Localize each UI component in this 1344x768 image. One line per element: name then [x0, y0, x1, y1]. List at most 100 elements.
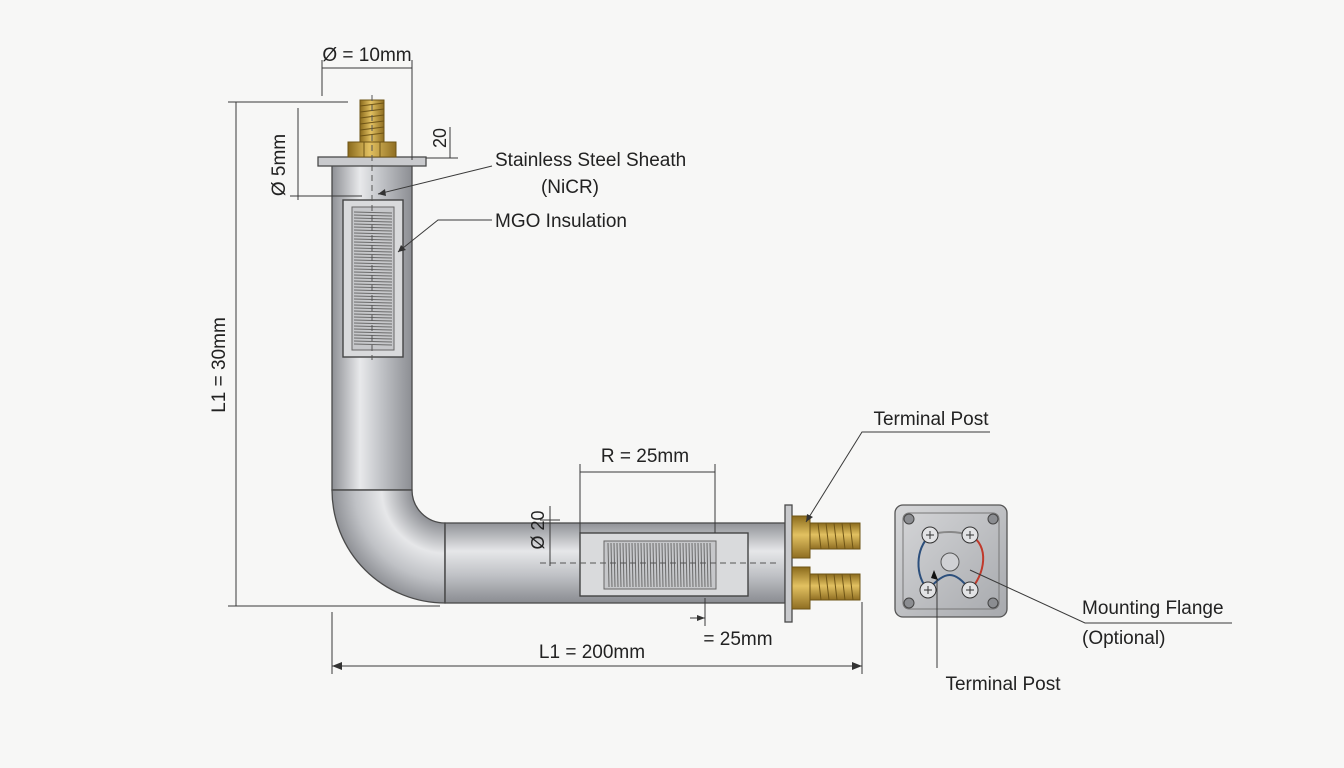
- coil-winding: [658, 542, 661, 588]
- coil-winding: [353, 223, 393, 226]
- coil-winding: [353, 235, 393, 238]
- coil-winding: [353, 286, 393, 289]
- coil-winding: [353, 247, 393, 250]
- vertical-coil: [353, 211, 393, 346]
- coil-winding: [353, 337, 393, 340]
- coil-winding: [353, 340, 393, 343]
- coil-winding: [353, 343, 393, 346]
- coil-winding: [353, 229, 393, 232]
- vertical-length-label: L1 = 30mm: [209, 317, 230, 413]
- end-flange: [784, 504, 861, 623]
- coil-winding: [353, 217, 393, 220]
- coil-winding: [655, 542, 658, 588]
- coil-winding: [353, 280, 393, 283]
- mounting-flange-detail: [894, 504, 1008, 618]
- coil-winding: [694, 542, 697, 588]
- horizontal-coil: [607, 542, 712, 588]
- coil-winding: [353, 325, 393, 328]
- mounting-flange-label: Mounting Flange: [1082, 598, 1224, 619]
- coil-winding: [353, 244, 393, 247]
- coil-winding: [679, 542, 682, 588]
- coil-winding: [353, 253, 393, 256]
- coil-winding: [616, 542, 619, 588]
- coil-winding: [613, 542, 616, 588]
- coil-winding: [688, 542, 691, 588]
- horizontal-diameter-label: Ø 20: [528, 510, 548, 549]
- bend-radius-label: R = 25mm: [601, 446, 689, 467]
- sheath-material-label: (NiCR): [541, 177, 599, 198]
- coil-winding: [646, 542, 649, 588]
- coil-winding: [619, 542, 622, 588]
- coil-winding: [353, 292, 393, 295]
- coil-winding: [353, 304, 393, 307]
- coil-winding: [353, 256, 393, 259]
- coil-winding: [353, 334, 393, 337]
- lower-terminal-post: [791, 566, 861, 610]
- coil-winding: [634, 542, 637, 588]
- coil-winding: [676, 542, 679, 588]
- coil-winding: [353, 262, 393, 265]
- coil-winding: [649, 542, 652, 588]
- dimension-lines: [228, 60, 863, 674]
- coil-winding: [667, 542, 670, 588]
- coil-winding: [607, 542, 610, 588]
- coil-winding: [353, 295, 393, 298]
- coil-winding: [625, 542, 628, 588]
- coil-winding: [682, 542, 685, 588]
- coil-winding: [610, 542, 613, 588]
- coil-winding: [353, 298, 393, 301]
- coil-winding: [353, 289, 393, 292]
- coil-winding: [697, 542, 700, 588]
- tip-dimension-label: 20: [430, 128, 450, 148]
- coil-winding: [353, 250, 393, 253]
- coil-winding: [664, 542, 667, 588]
- coil-winding: [631, 542, 634, 588]
- coil-winding: [353, 301, 393, 304]
- coil-winding: [673, 542, 676, 588]
- upper-terminal-post: [791, 515, 861, 559]
- coil-winding: [622, 542, 625, 588]
- coil-winding: [353, 214, 393, 217]
- coil-winding: [353, 307, 393, 310]
- coil-winding: [353, 241, 393, 244]
- horizontal-length-label: L1 = 200mm: [539, 642, 645, 663]
- coil-winding: [703, 542, 706, 588]
- coil-winding: [685, 542, 688, 588]
- outer-diameter-label: Ø = 10mm: [322, 45, 411, 66]
- coil-winding: [353, 232, 393, 235]
- coil-winding: [670, 542, 673, 588]
- vertical-insulation-window: [342, 199, 404, 358]
- coil-winding: [637, 542, 640, 588]
- coil-winding: [353, 277, 393, 280]
- coil-winding: [353, 274, 393, 277]
- coil-winding: [353, 319, 393, 322]
- coil-winding: [353, 226, 393, 229]
- coil-winding: [691, 542, 694, 588]
- coil-winding: [709, 542, 712, 588]
- horizontal-insulation-window: [579, 532, 749, 597]
- coil-offset-label: = 25mm: [703, 629, 772, 650]
- coil-winding: [353, 322, 393, 325]
- coil-winding: [661, 542, 664, 588]
- coil-winding: [353, 271, 393, 274]
- sheath-label: Stainless Steel Sheath: [495, 150, 686, 171]
- coil-winding: [353, 331, 393, 334]
- leader-lines: [377, 165, 1232, 668]
- terminal-post-bottom-label: Terminal Post: [945, 674, 1061, 695]
- coil-winding: [353, 238, 393, 241]
- coil-winding: [353, 211, 393, 214]
- coil-winding: [706, 542, 709, 588]
- terminal-post-top-label: Terminal Post: [873, 409, 989, 430]
- coil-winding: [700, 542, 703, 588]
- coil-winding: [353, 313, 393, 316]
- insulation-label: MGO Insulation: [495, 211, 627, 232]
- coil-winding: [353, 268, 393, 271]
- coil-winding: [643, 542, 646, 588]
- coil-winding: [353, 283, 393, 286]
- coil-winding: [353, 259, 393, 262]
- coil-winding: [628, 542, 631, 588]
- coil-winding: [353, 265, 393, 268]
- inner-diameter-label: Ø 5mm: [269, 134, 290, 196]
- coil-winding: [640, 542, 643, 588]
